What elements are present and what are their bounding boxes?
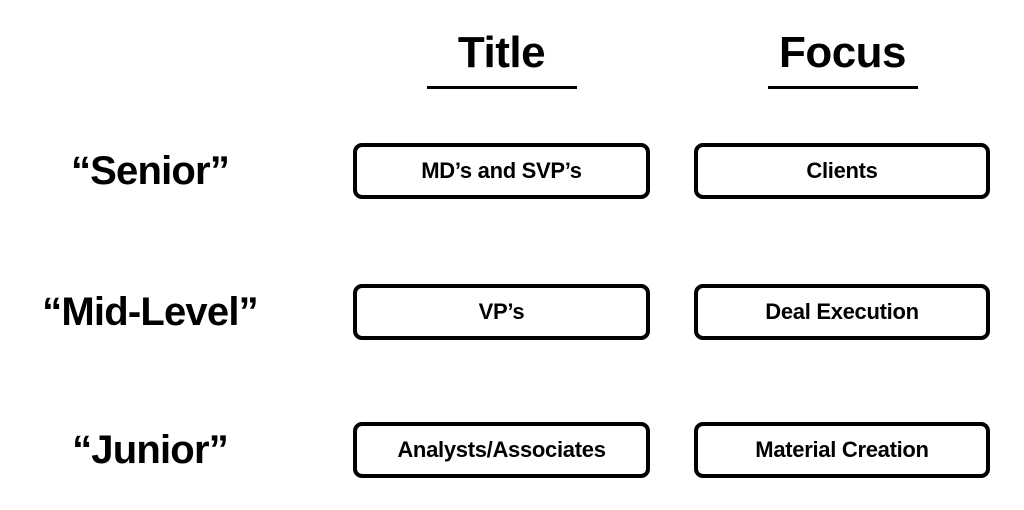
row-label-mid-level: “Mid-Level” (42, 290, 258, 334)
cell-mid-level-title-text: VP’s (478, 299, 525, 324)
row-label-senior: “Senior” (70, 149, 230, 193)
column-header-row: Title Focus (0, 26, 1024, 96)
cell-junior-focus-text: Material Creation (755, 437, 929, 462)
column-header-title: Title (353, 26, 650, 89)
cell-junior-title: Analysts/Associates (353, 422, 650, 478)
column-header-title-label: Title (457, 28, 546, 77)
cell-mid-level-title: VP’s (353, 284, 650, 340)
cell-mid-level-focus-text: Deal Execution (765, 299, 919, 324)
column-header-focus-label: Focus (778, 28, 907, 77)
cell-senior-focus: Clients (694, 143, 990, 199)
cell-senior-focus-text: Clients (806, 158, 878, 183)
table-row-senior: “Senior” MD’s and SVP’s Clients (0, 143, 1024, 199)
column-header-title-underline (426, 86, 577, 89)
cell-mid-level-focus: Deal Execution (694, 284, 990, 340)
table-row-mid-level: “Mid-Level” VP’s Deal Execution (0, 284, 1024, 340)
cell-senior-title-text: MD’s and SVP’s (421, 158, 582, 183)
table-row-junior: “Junior” Analysts/Associates Material Cr… (0, 422, 1024, 478)
cell-senior-title: MD’s and SVP’s (353, 143, 650, 199)
column-header-focus: Focus (694, 26, 991, 89)
cell-junior-focus: Material Creation (694, 422, 990, 478)
column-header-focus-underline (767, 86, 918, 89)
row-label-junior: “Junior” (72, 428, 229, 472)
cell-junior-title-text: Analysts/Associates (397, 437, 606, 462)
